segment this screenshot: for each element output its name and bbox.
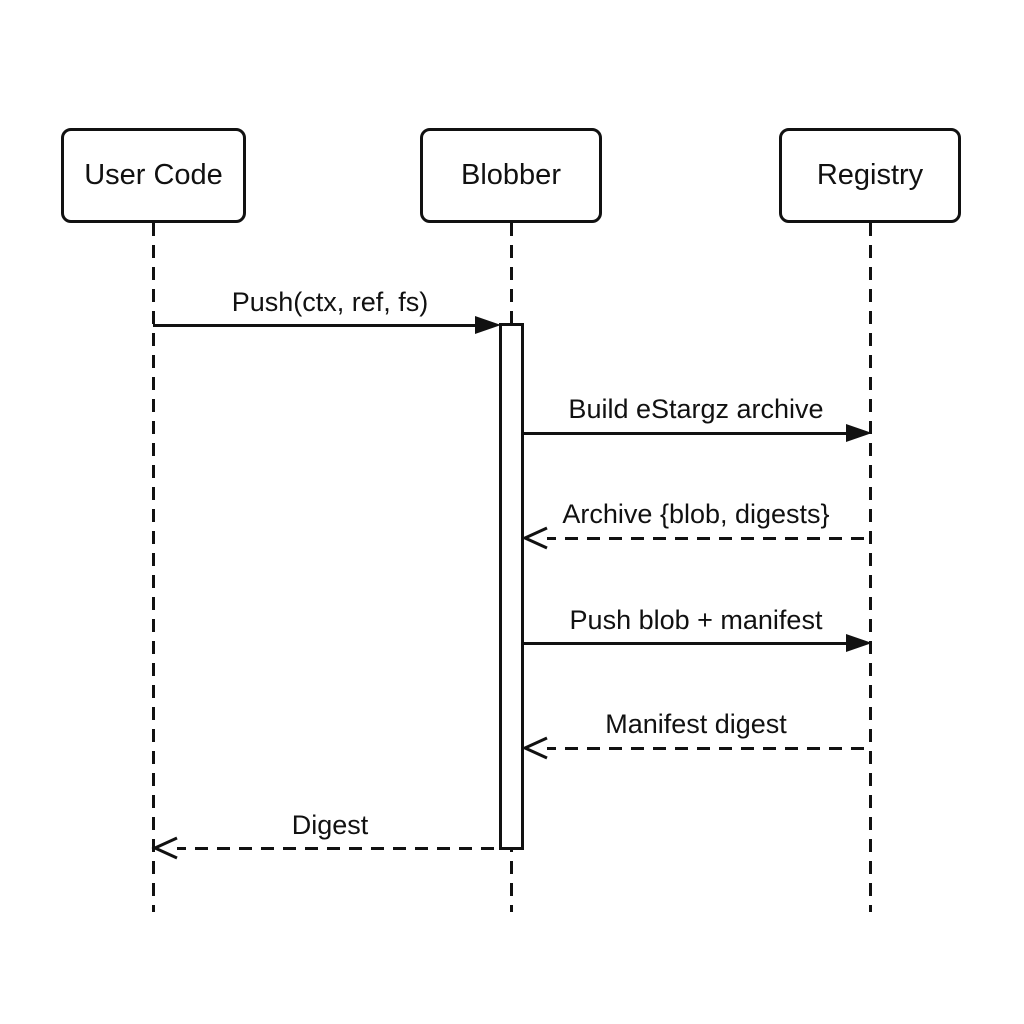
message-label: Push(ctx, ref, fs) (231, 287, 429, 317)
arrowhead-filled-icon (475, 316, 501, 334)
lifeline-registry (868, 223, 872, 912)
actor-label-blobber: Blobber (461, 159, 561, 191)
message-label: Archive {blob, digests} (562, 499, 830, 529)
lifeline-user-code (151, 223, 155, 912)
actor-box-user-code: User Code (61, 128, 246, 223)
arrowhead-open-icon (521, 736, 548, 760)
message-label: Digest (291, 810, 369, 840)
message-label: Build eStargz archive (568, 394, 824, 424)
arrowhead-filled-icon (846, 424, 872, 442)
actor-label-user-code: User Code (84, 159, 223, 191)
arrowhead-open-icon (151, 836, 178, 860)
arrowhead-filled-icon (846, 634, 872, 652)
arrowhead-open-icon (521, 526, 548, 550)
actor-box-blobber: Blobber (420, 128, 602, 223)
actor-label-registry: Registry (816, 159, 924, 191)
activation-bar-blobber (499, 323, 524, 850)
message-line (543, 746, 870, 750)
message-line (153, 323, 477, 327)
message-line (543, 536, 870, 540)
message-label: Manifest digest (605, 709, 787, 739)
message-line (173, 846, 499, 850)
message-label: Push blob + manifest (569, 605, 823, 635)
actor-box-registry: Registry (779, 128, 961, 223)
message-line (523, 641, 848, 645)
message-line (523, 431, 848, 435)
